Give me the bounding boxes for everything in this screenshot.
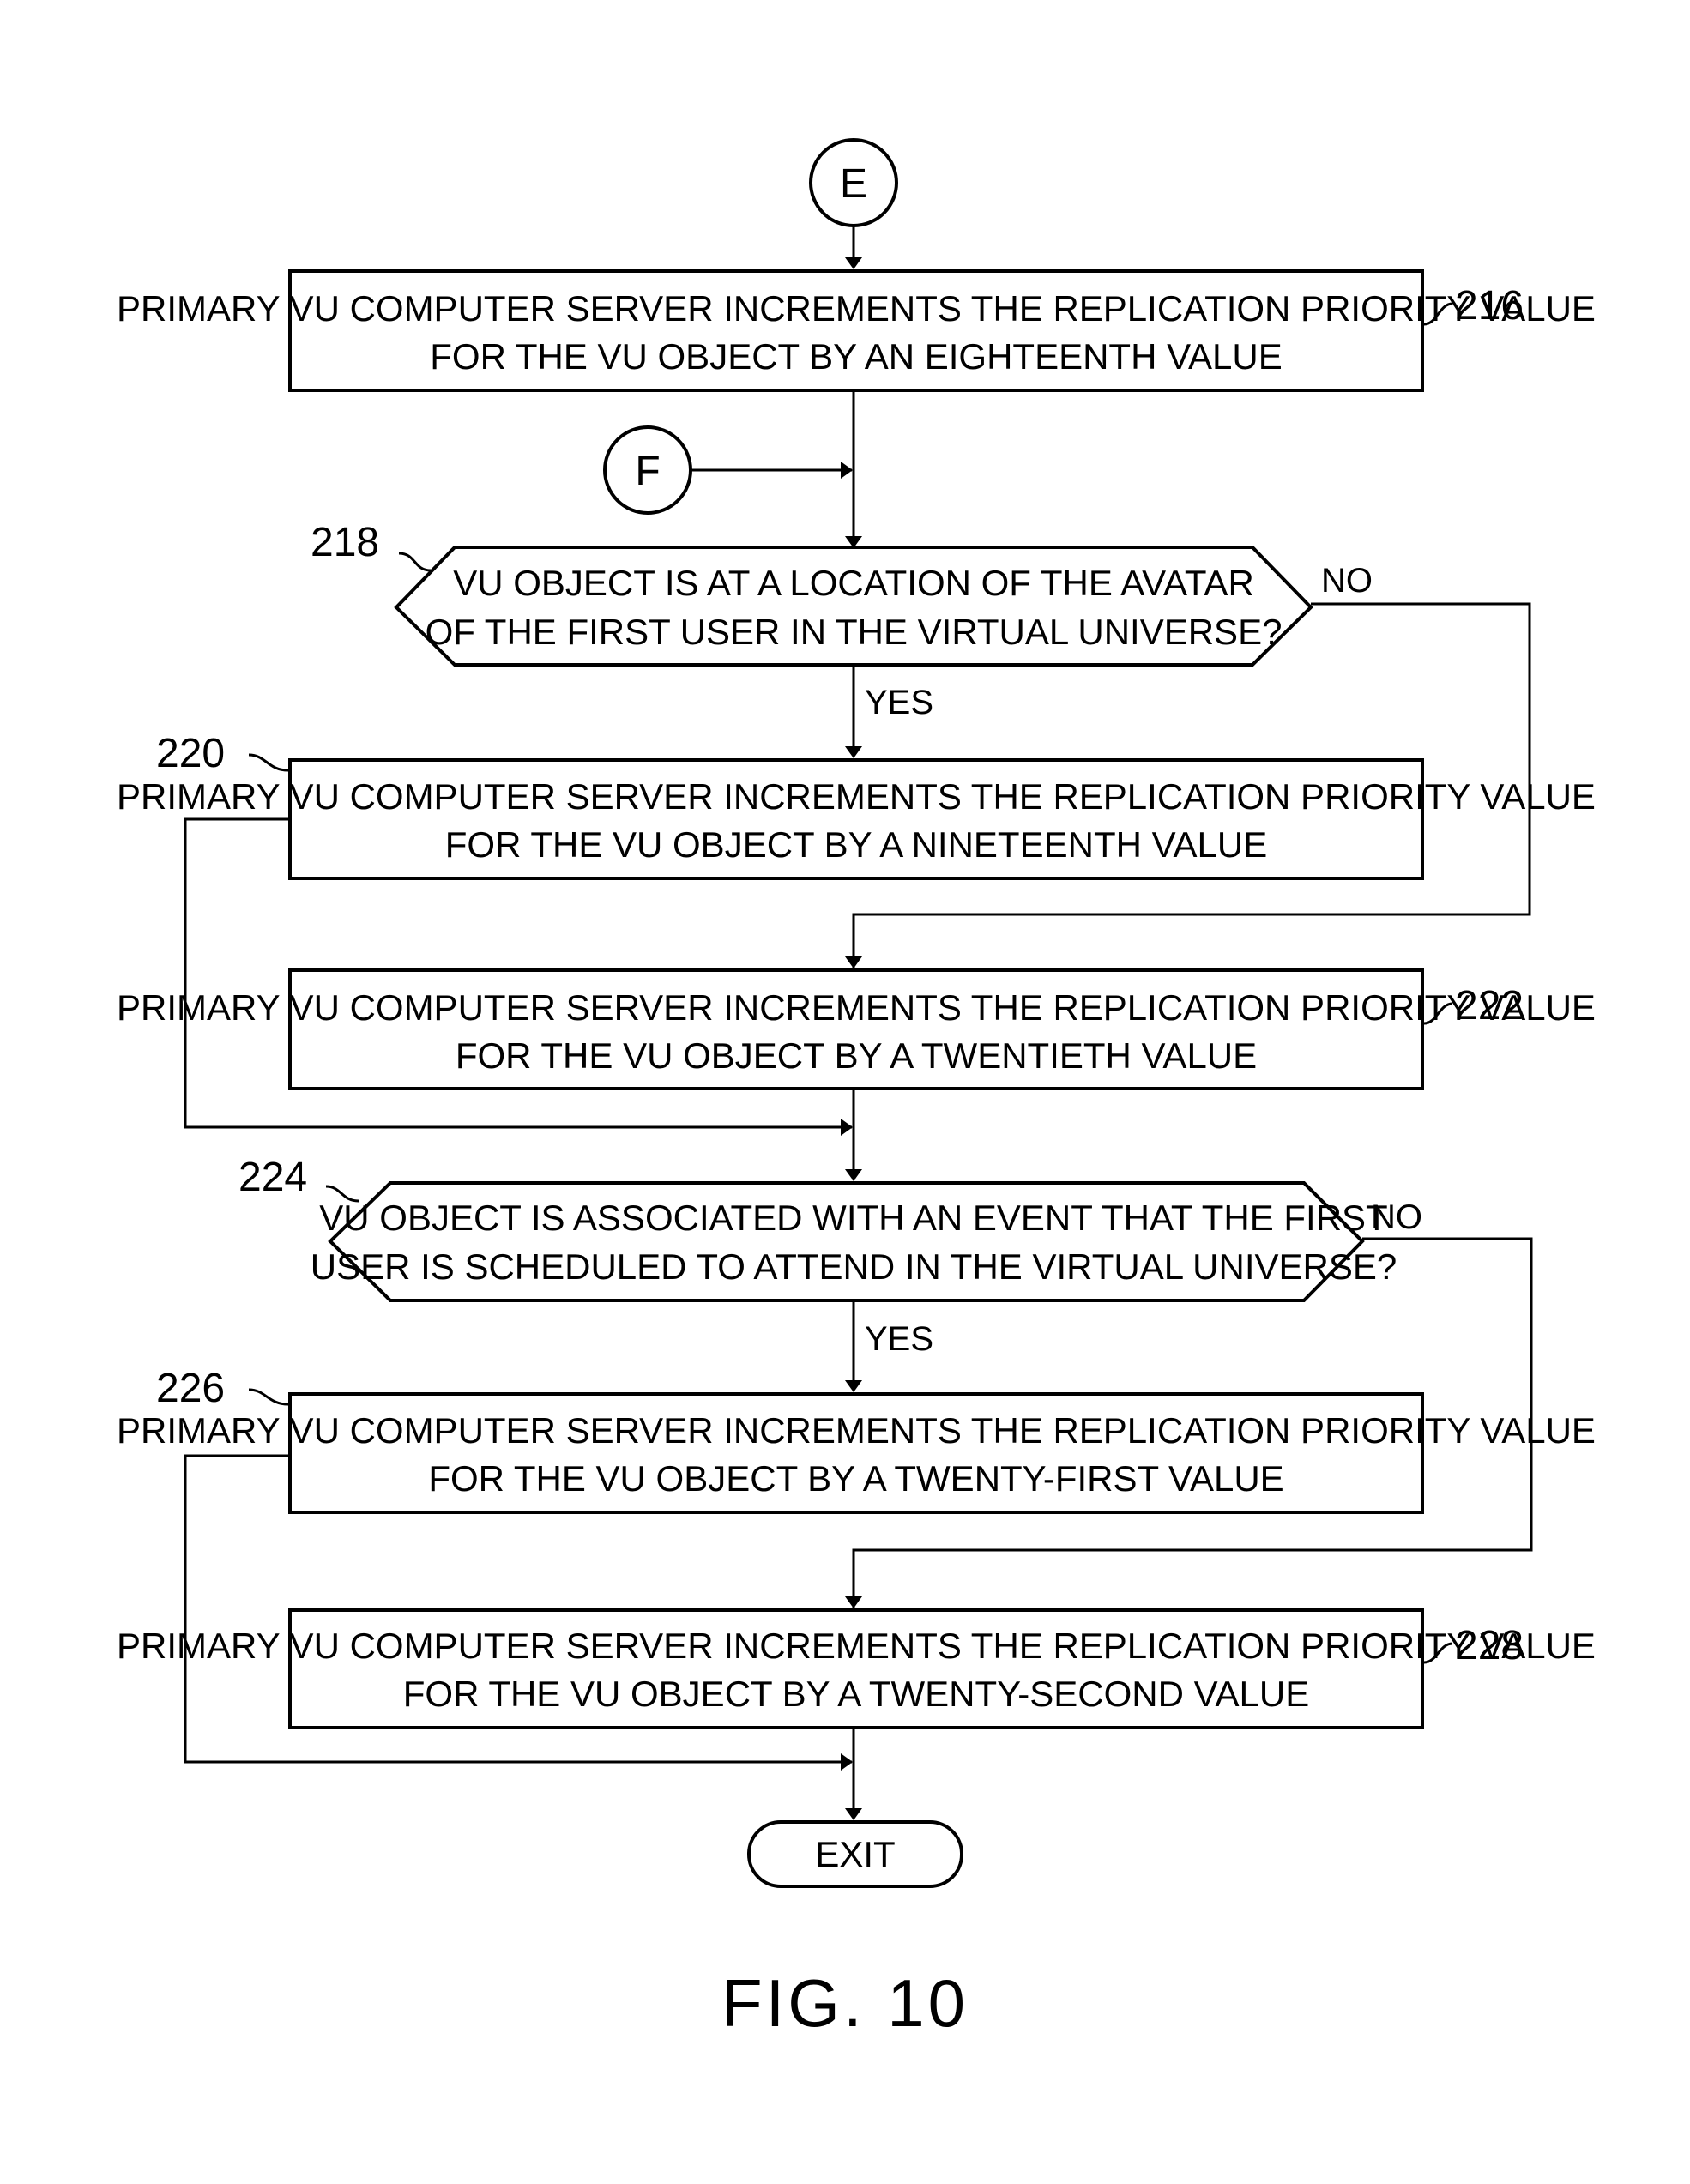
terminal-exit: EXIT [749, 1822, 962, 1886]
ref-220-leader [249, 755, 288, 770]
box-228-line2: FOR THE VU OBJECT BY A TWENTY-SECOND VAL… [403, 1674, 1309, 1714]
process-box-222: PRIMARY VU COMPUTER SERVER INCREMENTS TH… [117, 970, 1596, 1089]
decision-224-line1: VU OBJECT IS ASSOCIATED WITH AN EVENT TH… [319, 1198, 1387, 1238]
box-228-line1: PRIMARY VU COMPUTER SERVER INCREMENTS TH… [117, 1626, 1596, 1666]
ref-220: 220 [156, 731, 225, 776]
box-216-line1: PRIMARY VU COMPUTER SERVER INCREMENTS TH… [117, 288, 1596, 329]
decision-224: VU OBJECT IS ASSOCIATED WITH AN EVENT TH… [311, 1183, 1397, 1300]
ref-224: 224 [238, 1155, 307, 1200]
ref-226: 226 [156, 1366, 225, 1411]
ref-218: 218 [311, 520, 379, 565]
ref-218-leader [399, 553, 431, 570]
box-226-line1: PRIMARY VU COMPUTER SERVER INCREMENTS TH… [117, 1410, 1596, 1451]
connector-f: F [605, 427, 691, 513]
process-box-220: PRIMARY VU COMPUTER SERVER INCREMENTS TH… [117, 760, 1596, 878]
process-box-226: PRIMARY VU COMPUTER SERVER INCREMENTS TH… [117, 1394, 1596, 1512]
connector-f-label: F [635, 449, 660, 494]
ref-216: 216 [1455, 283, 1524, 329]
box-222-line1: PRIMARY VU COMPUTER SERVER INCREMENTS TH… [117, 987, 1596, 1028]
decision-224-line2: USER IS SCHEDULED TO ATTEND IN THE VIRTU… [311, 1246, 1397, 1287]
ref-226-leader [249, 1390, 288, 1404]
connector-e: E [811, 140, 896, 226]
box-220-line2: FOR THE VU OBJECT BY A NINETEENTH VALUE [445, 824, 1267, 865]
decision-218-line1: VU OBJECT IS AT A LOCATION OF THE AVATAR [453, 563, 1254, 603]
ref-222: 222 [1455, 983, 1524, 1029]
exit-label: EXIT [815, 1834, 895, 1874]
decision-218-line2: OF THE FIRST USER IN THE VIRTUAL UNIVERS… [426, 612, 1283, 652]
box-220-line1: PRIMARY VU COMPUTER SERVER INCREMENTS TH… [117, 776, 1596, 817]
decision-224-yes-label: YES [865, 1320, 933, 1358]
box-226-line2: FOR THE VU OBJECT BY A TWENTY-FIRST VALU… [428, 1458, 1283, 1499]
figure-caption: FIG. 10 [721, 1965, 969, 2041]
box-216-line2: FOR THE VU OBJECT BY AN EIGHTEENTH VALUE [430, 336, 1282, 377]
box-222-line2: FOR THE VU OBJECT BY A TWENTIETH VALUE [456, 1035, 1257, 1076]
decision-218-yes-label: YES [865, 684, 933, 721]
ref-228: 228 [1455, 1623, 1524, 1668]
decision-218-no-label: NO [1321, 562, 1373, 600]
connector-e-label: E [840, 161, 867, 207]
process-box-228: PRIMARY VU COMPUTER SERVER INCREMENTS TH… [117, 1610, 1596, 1728]
process-box-216: PRIMARY VU COMPUTER SERVER INCREMENTS TH… [117, 271, 1596, 390]
decision-224-no-label: NO [1371, 1198, 1422, 1236]
decision-218: VU OBJECT IS AT A LOCATION OF THE AVATAR… [396, 547, 1311, 665]
